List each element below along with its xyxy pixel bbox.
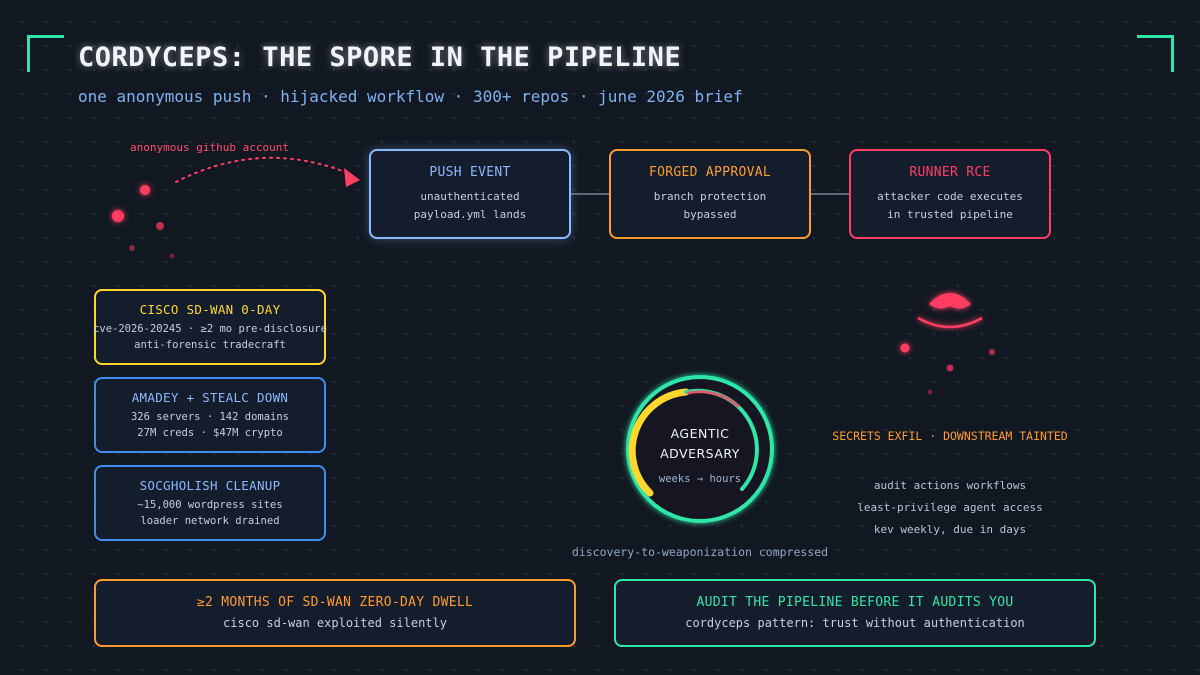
bottom-box-line: cordyceps pattern: trust without authent…	[685, 615, 1025, 630]
side-box-line: cve-2026-20245 · ≥2 mo pre-disclosure	[93, 322, 327, 335]
attacker-spores	[112, 185, 175, 259]
gauge-sublabel: weeks → hours	[658, 473, 742, 485]
gauge-label-line2: ADVERSARY	[660, 446, 740, 461]
gauge-caption: discovery-to-weaponization compressed	[571, 545, 829, 559]
flow-box-line: branch protection	[653, 189, 767, 203]
gauge-label-line1: AGENTIC	[670, 426, 730, 441]
spore-splash-icon	[929, 293, 971, 309]
action-item: least-privilege agent access	[857, 501, 1043, 514]
side-box-cisco-sdwan: CISCO SD-WAN 0-DAY cve-2026-20245 · ≥2 m…	[93, 289, 327, 365]
spore-dot	[927, 389, 933, 395]
spore-dot	[900, 343, 910, 353]
side-box-title: CISCO SD-WAN 0-DAY	[139, 301, 281, 317]
bottom-box-dwell: ≥2 MONTHS OF SD-WAN ZERO-DAY DWELL cisco…	[94, 579, 576, 647]
page-subtitle: one anonymous push · hijacked workflow ·…	[78, 87, 743, 106]
side-box-line: 326 servers · 142 domains	[130, 410, 290, 423]
flow-box-title: RUNNER RCE	[909, 164, 991, 180]
spore-dot	[989, 349, 995, 355]
flow-box-line: in trusted pipeline	[887, 207, 1013, 221]
flow-box-title: FORGED APPROVAL	[649, 164, 771, 180]
side-box-title: SOCGHOLISH CLEANUP	[139, 477, 281, 493]
frame-corner-top-left	[27, 35, 64, 72]
side-box-line: anti-forensic tradecraft	[134, 338, 286, 351]
spore-dot	[156, 222, 164, 230]
flow-box-push-event: PUSH EVENT unauthenticated payload.yml l…	[369, 149, 571, 239]
attacker-label: anonymous github account	[130, 141, 289, 154]
side-box-amadey-stealc: AMADEY + STEALC DOWN 326 servers · 142 d…	[94, 377, 326, 453]
flow-box-line: bypassed	[683, 207, 737, 221]
impact-headline: SECRETS EXFIL · DOWNSTREAM TAINTED	[832, 429, 1068, 443]
side-box-line: ~15,000 wordpress sites	[137, 498, 283, 511]
page-title: CORDYCEPS: THE SPORE IN THE PIPELINE	[78, 42, 682, 73]
flow-box-line: attacker code executes	[877, 189, 1023, 203]
frame-corner-top-right	[1137, 35, 1174, 72]
flow-box-title: PUSH EVENT	[429, 164, 511, 180]
runner-infection-drop	[917, 239, 983, 329]
bottom-box-title: AUDIT THE PIPELINE BEFORE IT AUDITS YOU	[696, 594, 1014, 610]
bottom-box-title: ≥2 MONTHS OF SD-WAN ZERO-DAY DWELL	[196, 594, 474, 610]
flow-box-forged-approval: FORGED APPROVAL branch protection bypass…	[609, 149, 811, 239]
spore-dot	[112, 210, 124, 222]
side-box-socgholish: SOCGHOLISH CLEANUP ~15,000 wordpress sit…	[94, 465, 326, 541]
gauge-arc-weeks	[628, 388, 690, 497]
action-item: kev weekly, due in days	[873, 523, 1027, 536]
flow-box-line: unauthenticated	[420, 189, 520, 203]
side-box-line: loader network drained	[140, 514, 280, 527]
bottom-box-audit: AUDIT THE PIPELINE BEFORE IT AUDITS YOU …	[614, 579, 1096, 647]
agentic-adversary-gauge	[626, 375, 774, 523]
runner-spores	[900, 343, 995, 395]
spore-dot	[169, 253, 175, 259]
gauge-arc-highlight	[686, 390, 740, 408]
flow-box-line: payload.yml lands	[413, 207, 527, 221]
side-box-line: 27M creds · $47M crypto	[137, 426, 283, 439]
gauge-outer-ring	[626, 375, 774, 523]
bottom-box-line: cisco sd-wan exploited silently	[223, 615, 447, 630]
flow-box-runner-rce: RUNNER RCE attacker code executes in tru…	[849, 149, 1051, 239]
spore-dot	[946, 364, 954, 372]
action-item: audit actions workflows	[873, 479, 1027, 492]
attack-arrowhead	[344, 168, 360, 187]
attack-arrow	[175, 156, 351, 183]
spore-dot	[129, 245, 135, 251]
spore-dot	[140, 185, 150, 195]
side-box-title: AMADEY + STEALC DOWN	[131, 389, 289, 405]
